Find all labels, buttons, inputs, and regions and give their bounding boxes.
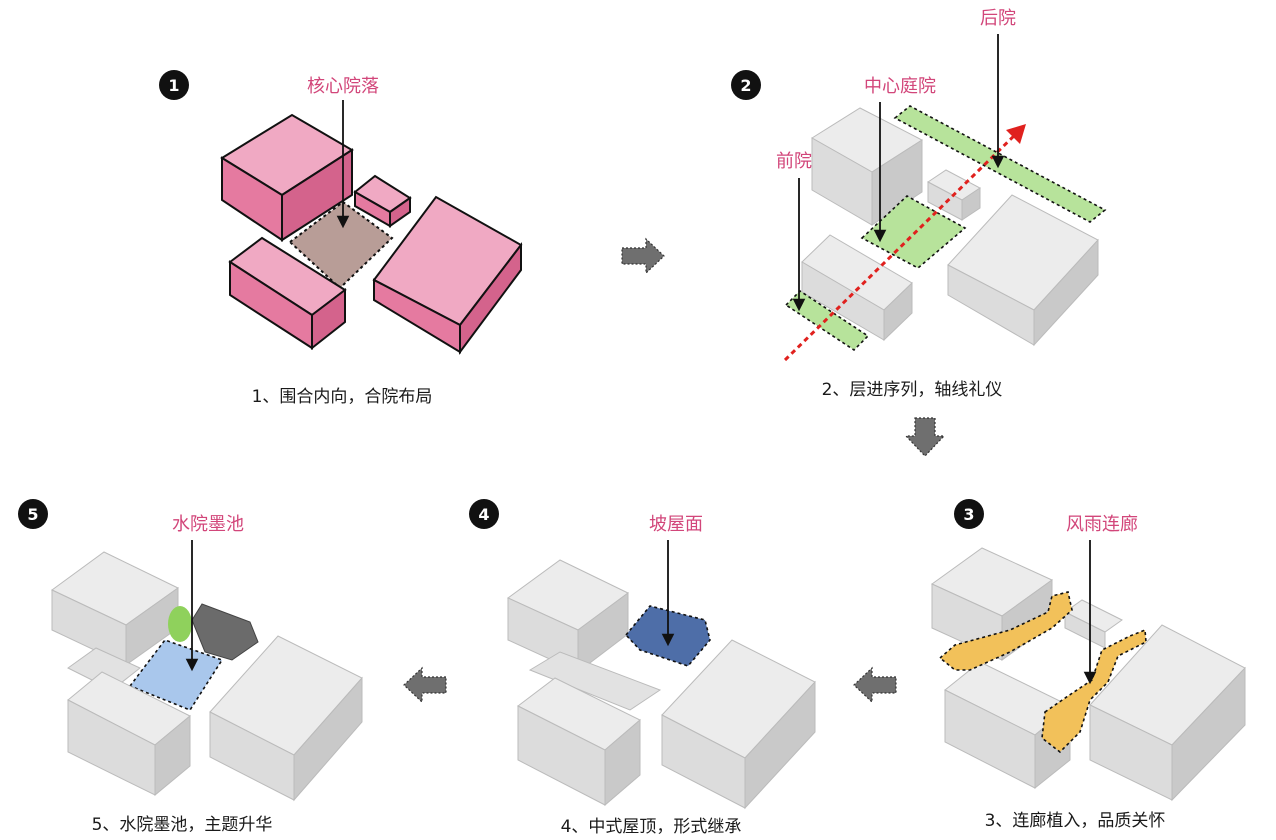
step-3-block-small xyxy=(1064,599,1123,649)
step-2-center-courtyard xyxy=(860,195,967,269)
step-2-number: 2 xyxy=(740,76,751,95)
step-5-dark-roof xyxy=(191,603,259,661)
step-1-number: 1 xyxy=(168,76,179,95)
step-2-block-west xyxy=(801,234,913,342)
step-3-number-badge xyxy=(954,499,984,529)
arrow-left-icon xyxy=(853,666,897,704)
step-2-axis xyxy=(783,126,1024,362)
step-1-number-badge xyxy=(159,70,189,100)
step-5-number: 5 xyxy=(27,505,38,524)
step-2-label-front: 前院 xyxy=(776,151,812,172)
step-4-walkway xyxy=(528,651,662,711)
step-2-block-northwest xyxy=(811,107,924,226)
step-5-ink-pool xyxy=(128,639,224,711)
step-1-core-courtyard xyxy=(288,200,394,290)
step-4-panel: 4 坡屋面 4、中式屋顶，形式继承 xyxy=(469,499,816,837)
step-5-caption: 5、水院墨池，主题升华 xyxy=(92,815,273,835)
step-4-label: 坡屋面 xyxy=(649,514,703,535)
step-2-number-badge xyxy=(731,70,761,100)
step-2-label-center: 中心庭院 xyxy=(864,76,936,97)
step-5-tree xyxy=(168,606,192,642)
arrow-right-icon xyxy=(621,237,665,275)
step-2-axis-arrowhead xyxy=(1006,124,1026,144)
step-4-block-southwest xyxy=(517,677,641,807)
step-5-panel: 5 水院墨池 5、水院墨池，主题升华 xyxy=(18,499,363,835)
step-3-caption: 3、连廊植入，品质关怀 xyxy=(985,811,1166,831)
step-4-number: 4 xyxy=(478,505,489,524)
step-3-label: 风雨连廊 xyxy=(1066,514,1138,535)
step-4-number-badge xyxy=(469,499,499,529)
step-3-block-east xyxy=(1089,624,1246,802)
step-5-number-badge xyxy=(18,499,48,529)
step-2-block-small xyxy=(927,169,981,221)
step-1-block-northwest xyxy=(220,113,354,242)
step-1-label: 核心院落 xyxy=(307,76,379,97)
step-1-block-southwest xyxy=(228,236,347,351)
step-5-block-east xyxy=(209,635,363,802)
step-2-label-back: 后院 xyxy=(980,8,1016,29)
step-5-block-southwest xyxy=(67,671,191,797)
step-2-back-yard xyxy=(893,105,1107,223)
step-4-block-east xyxy=(661,639,816,810)
step-3-panel: 3 风雨连廊 3、连廊植入，品质关怀 xyxy=(931,499,1246,831)
step-3-number: 3 xyxy=(963,505,974,524)
step-2-panel: 2 xyxy=(731,8,1107,400)
arrow-left-icon xyxy=(403,666,447,704)
step-4-caption: 4、中式屋顶，形式继承 xyxy=(561,817,742,837)
step-5-label: 水院墨池 xyxy=(172,514,244,535)
step-1-block-east xyxy=(372,195,523,356)
step-1-caption: 1、围合内向，合院布局 xyxy=(252,387,433,407)
step-3-corridor xyxy=(938,591,1073,671)
step-1-block-small xyxy=(353,174,412,228)
step-5-block-northwest xyxy=(51,551,179,666)
step-2-caption: 2、层进序列，轴线礼仪 xyxy=(822,380,1003,400)
arrow-down-icon xyxy=(904,417,946,457)
step-2-block-east xyxy=(947,194,1099,347)
step-1-panel: 1 核心院落 1、围合内向，合院布局 xyxy=(159,70,523,407)
